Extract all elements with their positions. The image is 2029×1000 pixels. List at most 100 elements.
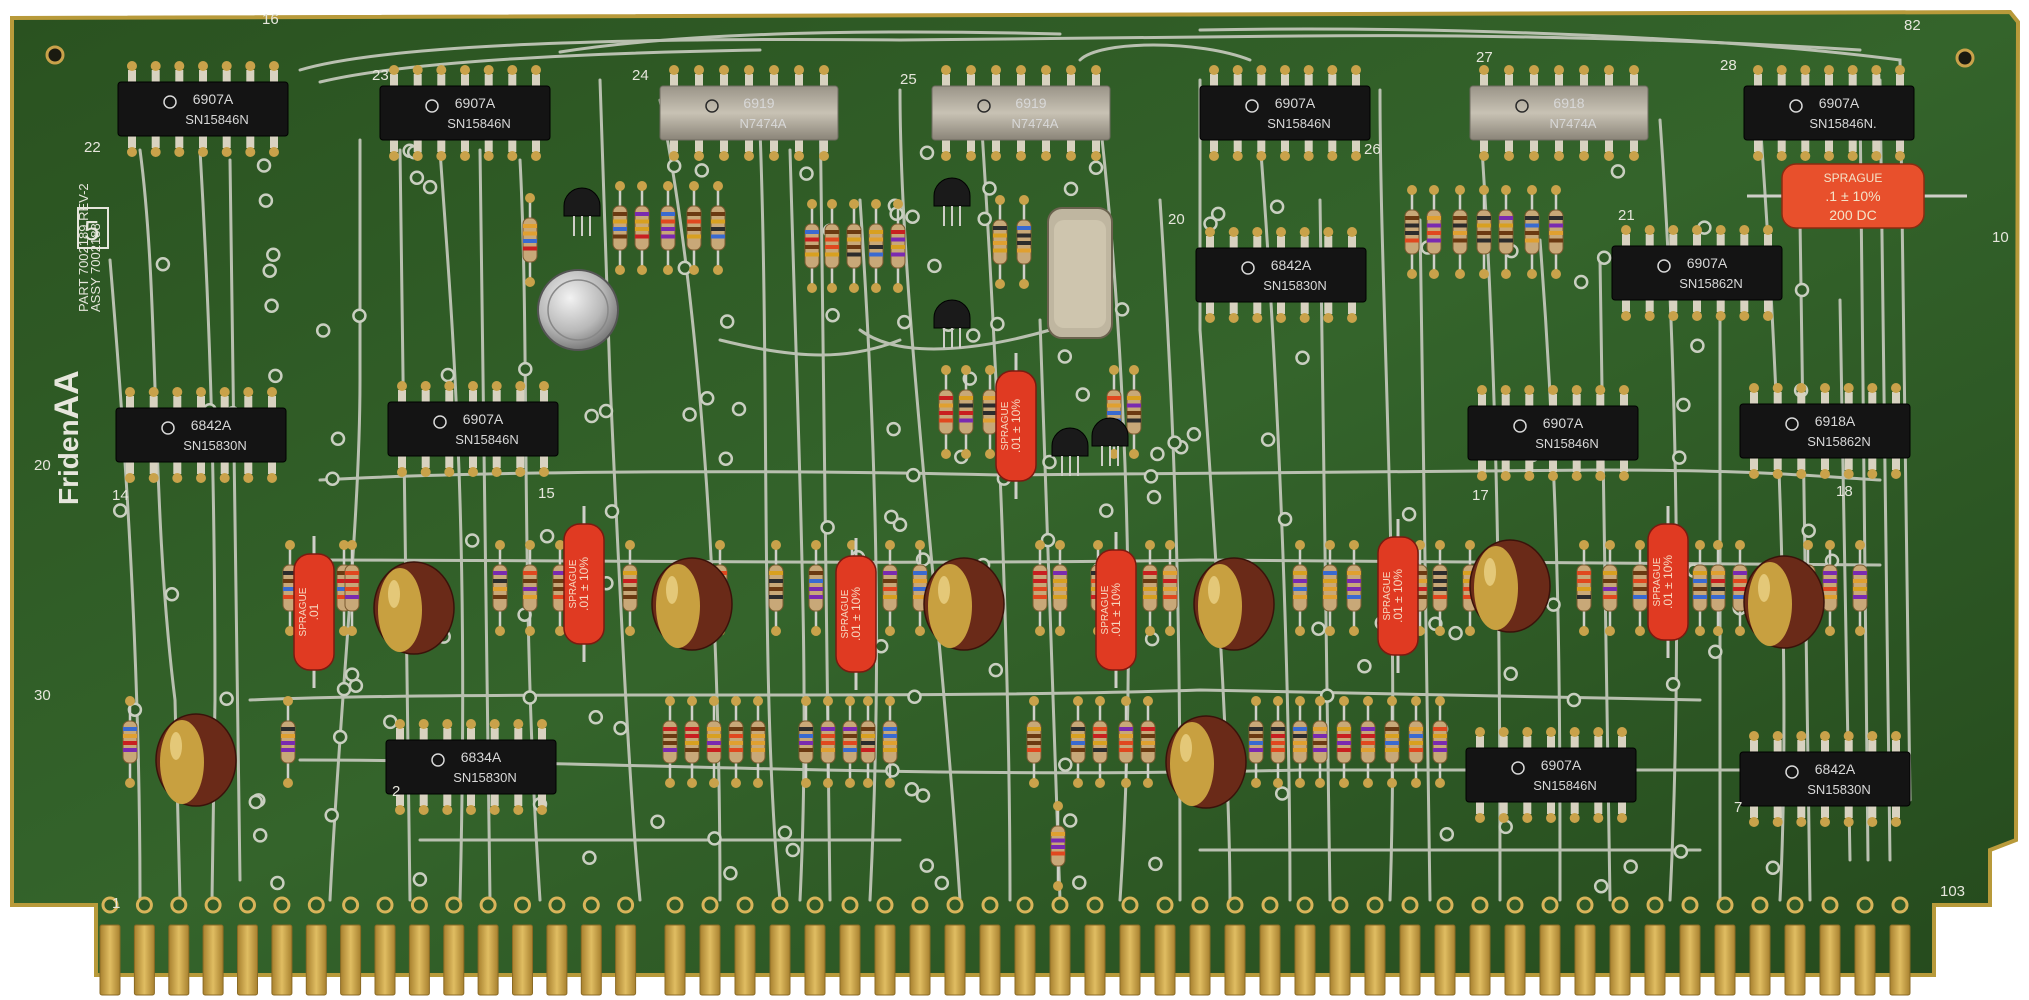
resistor-band [1143,571,1157,575]
ic-pin [1605,74,1613,88]
edge-via [1331,896,1349,914]
transistor [1051,427,1089,476]
edge-via [1891,896,1909,914]
ic-marking-line2: SN15830N [453,770,517,785]
ic-pad [991,65,1001,75]
resistor-band [847,230,861,234]
ic-pin [1773,456,1782,470]
resistor-band [281,741,295,745]
ic-pin [469,454,477,468]
resistor-band [799,734,813,738]
resistor-band [707,734,721,738]
via [604,504,620,519]
via [988,662,1004,678]
resistor-pad [283,778,293,788]
resistor-pad [1411,696,1421,706]
ic-pin [942,74,950,88]
ic-pin [151,134,160,148]
resistor-pad [1579,540,1589,550]
ic-pad [269,147,279,157]
resistor-band [1293,734,1307,738]
resistor-band [1385,734,1399,738]
via [1401,506,1417,522]
ic-pin [445,454,454,468]
resistor-band [913,579,927,583]
resistor-band [825,252,839,257]
resistor-band [1337,748,1351,752]
resistor-pad [555,626,565,636]
ic-pad [1205,227,1215,237]
ic-pin [1750,392,1758,406]
resistor-band [1141,734,1155,738]
via [1448,625,1463,641]
resistor-band [1525,231,1539,235]
ic-pin [1773,804,1782,818]
edge-contact [1049,924,1071,996]
via [892,517,908,532]
resistor-pad [285,626,295,636]
resistor-band [613,234,627,239]
ic-pin [1750,740,1758,754]
ic-pad [1796,383,1807,393]
red-capacitor: .01 ± 10%SPRAGUE [995,353,1037,499]
ic-pad [1232,151,1243,161]
ic-pin [244,396,253,410]
resistor-band [1577,579,1591,583]
edge-contact [1889,924,1911,996]
ic-pad [539,381,549,391]
edge-contact [1224,924,1246,996]
resistor-band [1433,748,1447,752]
resistor-band [847,237,861,242]
resistor-band [751,741,765,745]
resistor-pad [637,181,647,191]
resistor-band [1409,727,1423,731]
ic-pin [1300,300,1309,314]
via [1088,160,1104,176]
resistor [1270,696,1286,788]
via [422,179,438,195]
ic-pad [1617,813,1627,823]
via [1672,450,1687,465]
via [258,193,274,208]
edge-contact [615,924,637,996]
resistor-band [1071,734,1085,738]
transistor [563,187,601,236]
resistor-band [1413,571,1427,575]
ic-pin [443,728,452,742]
resistor-band [1249,734,1263,738]
resistor-band [685,748,699,752]
resistor-pad [915,626,925,636]
via [1610,164,1626,179]
ic-marking-line2: SN15846N [1535,436,1599,451]
via [707,831,722,846]
edge-via [806,896,824,914]
ic-pin [795,138,803,152]
via [1623,859,1638,874]
edge-via [736,896,754,914]
via [584,408,599,424]
trace [858,328,1052,351]
ic-pin [1555,74,1563,88]
resistor-pad [339,626,349,636]
ic-pad [1546,813,1556,823]
ic-pin [126,460,134,474]
resistor-band [685,727,699,731]
ic-marking-line2: N7474A [1550,116,1597,131]
ic-pad [1475,813,1485,823]
resistor [662,696,678,788]
ic-pad [150,147,161,157]
ic-pad [1205,313,1215,323]
ic-pad [1824,151,1834,161]
ic-pin [1304,138,1313,152]
ic-pin [1206,236,1214,250]
via [248,794,264,810]
ic-pin [1622,234,1630,248]
resistor-band [883,727,897,731]
resistor-band [283,595,297,599]
resistor-band [751,734,765,738]
resistor-pad [753,778,763,788]
ic-pin [1801,138,1810,152]
